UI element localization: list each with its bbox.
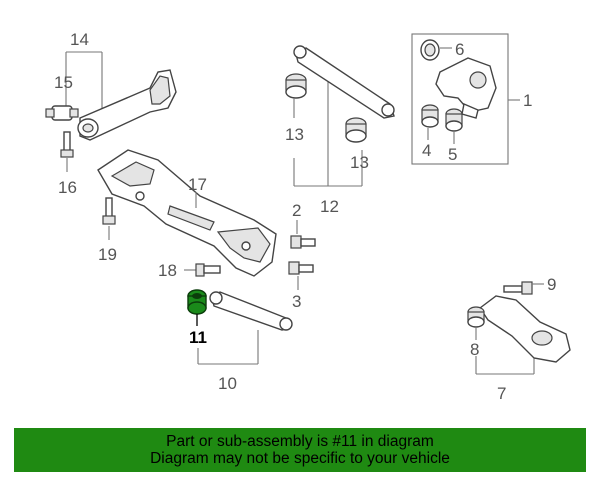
callout-17: 17 bbox=[188, 175, 207, 194]
bushing-11 bbox=[187, 289, 207, 326]
callout-2: 2 bbox=[292, 201, 301, 220]
callout-13b: 13 bbox=[350, 153, 369, 172]
callout-6: 6 bbox=[455, 40, 464, 59]
callout-9: 9 bbox=[547, 275, 556, 294]
callout-11: 11 bbox=[189, 328, 207, 347]
banner-line-disclaimer: Diagram may not be specific to your vehi… bbox=[150, 450, 450, 467]
callout-4: 4 bbox=[422, 141, 431, 160]
bushing-4 bbox=[421, 104, 439, 140]
bushing-5 bbox=[445, 108, 463, 144]
callout-1: 1 bbox=[523, 91, 532, 110]
callout-10: 10 bbox=[218, 374, 237, 393]
bolt-18 bbox=[184, 263, 221, 277]
trailing-arm-assembly bbox=[65, 51, 177, 141]
bushing-13b bbox=[345, 117, 367, 143]
knuckle-assembly-1 bbox=[411, 33, 520, 165]
callout-19: 19 bbox=[98, 245, 117, 264]
parts-diagram: 1 2 3 4 5 6 7 8 9 10 11 12 13 13 14 15 1… bbox=[45, 30, 571, 403]
bolt-2 bbox=[290, 220, 316, 249]
lateral-link-12 bbox=[293, 45, 395, 187]
lower-arm-7 bbox=[475, 295, 571, 375]
bushing-13a bbox=[285, 73, 307, 118]
callout-14: 14 bbox=[70, 30, 89, 49]
callout-7: 7 bbox=[497, 384, 506, 403]
crossmember-17 bbox=[97, 149, 277, 277]
callout-13a: 13 bbox=[285, 125, 304, 144]
callout-12: 12 bbox=[320, 197, 339, 216]
toe-link-10 bbox=[197, 291, 293, 365]
callout-8: 8 bbox=[470, 340, 479, 359]
callout-18: 18 bbox=[158, 261, 177, 280]
bolt-9 bbox=[503, 281, 544, 295]
banner-line-part: Part or sub-assembly is #11 in diagram bbox=[166, 433, 434, 450]
bolt-3 bbox=[288, 261, 314, 290]
bolt-19 bbox=[102, 197, 116, 240]
callout-5: 5 bbox=[448, 145, 457, 164]
seal-6 bbox=[420, 39, 452, 61]
bolt-16 bbox=[60, 131, 74, 172]
info-banner: Part or sub-assembly is #11 in diagram D… bbox=[14, 428, 586, 472]
bushing-8 bbox=[467, 306, 485, 340]
bushing-15 bbox=[45, 92, 79, 121]
callout-3: 3 bbox=[292, 292, 301, 311]
callout-16: 16 bbox=[58, 178, 77, 197]
callout-15: 15 bbox=[54, 73, 73, 92]
